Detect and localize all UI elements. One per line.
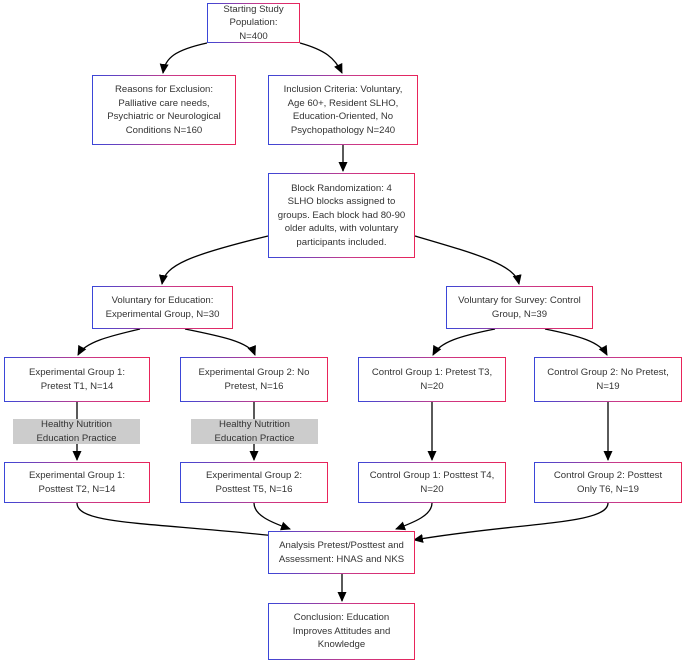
node-conclusion-text: Conclusion: Education Improves Attitudes… xyxy=(292,612,391,651)
intervention-exp1-text: Healthy Nutrition Education Practice xyxy=(36,419,117,444)
node-start-text: Starting Study Population: N=400 xyxy=(223,3,284,42)
node-ctrl2-posttest: Control Group 2: Posttest Only T6, N=19 xyxy=(534,462,682,503)
node-exp1-posttest: Experimental Group 1: Posttest T2, N=14 xyxy=(4,462,150,503)
arrow-start-to-exclusion xyxy=(159,42,208,74)
node-voluntary-education: Voluntary for Education: Experimental Gr… xyxy=(92,286,233,329)
arrow-randomization-to-education xyxy=(158,235,269,285)
node-ctrl1-pretest: Control Group 1: Pretest T3, N=20 xyxy=(358,357,506,402)
node-analysis: Analysis Pretest/Posttest and Assessment… xyxy=(268,531,415,574)
arrow-survey-to-ctrl2 xyxy=(544,328,608,356)
node-inclusion: Inclusion Criteria: Voluntary, Age 60+, … xyxy=(268,75,418,145)
intervention-exp1: Healthy Nutrition Education Practice xyxy=(13,419,140,444)
node-exp2-nopretest: Experimental Group 2: No Pretest, N=16 xyxy=(180,357,328,402)
node-ctrl2-nopretest-text: Control Group 2: No Pretest, N=19 xyxy=(547,367,669,392)
node-start: Starting Study Population: N=400 xyxy=(207,3,300,43)
node-ctrl2-posttest-text: Control Group 2: Posttest Only T6, N=19 xyxy=(553,470,663,495)
arrow-randomization-to-survey xyxy=(414,235,522,285)
arrow-ctrl2-posttest-to-analysis xyxy=(413,502,609,543)
node-exp2-nopretest-text: Experimental Group 2: No Pretest, N=16 xyxy=(198,367,310,392)
node-exclusion: Reasons for Exclusion: Palliative care n… xyxy=(92,75,236,145)
node-voluntary-education-text: Voluntary for Education: Experimental Gr… xyxy=(105,295,220,320)
intervention-exp2: Healthy Nutrition Education Practice xyxy=(191,419,318,444)
node-ctrl2-nopretest: Control Group 2: No Pretest, N=19 xyxy=(534,357,682,402)
node-ctrl1-pretest-text: Control Group 1: Pretest T3, N=20 xyxy=(371,367,493,392)
node-exclusion-text: Reasons for Exclusion: Palliative care n… xyxy=(107,84,221,136)
arrow-education-to-exp1 xyxy=(77,328,141,356)
node-voluntary-survey-text: Voluntary for Survey: Control Group, N=3… xyxy=(458,295,581,320)
intervention-exp2-text: Healthy Nutrition Education Practice xyxy=(214,419,295,444)
arrow-education-to-exp2 xyxy=(184,328,256,356)
node-randomization-text: Block Randomization: 4 SLHO blocks assig… xyxy=(277,182,406,248)
arrow-start-to-inclusion xyxy=(299,42,343,74)
node-analysis-text: Analysis Pretest/Posttest and Assessment… xyxy=(278,540,405,565)
arrow-ctrl1-posttest-to-analysis xyxy=(395,502,433,531)
node-ctrl1-posttest: Control Group 1: Posttest T4, N=20 xyxy=(358,462,506,503)
node-randomization: Block Randomization: 4 SLHO blocks assig… xyxy=(268,173,415,258)
node-exp2-posttest: Experimental Group 2: Posttest T5, N=16 xyxy=(180,462,328,503)
arrow-survey-to-ctrl1 xyxy=(432,328,496,356)
arrow-exp2-posttest-to-analysis xyxy=(253,502,291,531)
node-inclusion-text: Inclusion Criteria: Voluntary, Age 60+, … xyxy=(283,84,403,136)
arrow-exp1-posttest-to-analysis xyxy=(76,502,286,541)
node-voluntary-survey: Voluntary for Survey: Control Group, N=3… xyxy=(446,286,593,329)
node-conclusion: Conclusion: Education Improves Attitudes… xyxy=(268,603,415,660)
node-exp2-posttest-text: Experimental Group 2: Posttest T5, N=16 xyxy=(206,470,302,495)
node-exp1-pretest-text: Experimental Group 1: Pretest T1, N=14 xyxy=(29,367,125,392)
node-exp1-posttest-text: Experimental Group 1: Posttest T2, N=14 xyxy=(29,470,125,495)
node-ctrl1-posttest-text: Control Group 1: Posttest T4, N=20 xyxy=(369,470,495,495)
node-exp1-pretest: Experimental Group 1: Pretest T1, N=14 xyxy=(4,357,150,402)
